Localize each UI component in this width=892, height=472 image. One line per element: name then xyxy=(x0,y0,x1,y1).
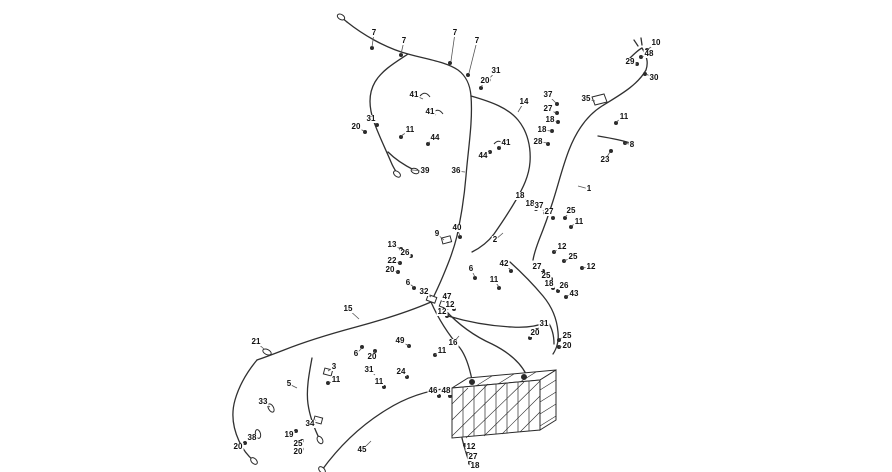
callout-leader xyxy=(577,185,590,190)
callout-leader xyxy=(488,70,497,80)
callout-leader xyxy=(441,311,448,317)
battery-terminal xyxy=(469,379,475,385)
left-branch-cable xyxy=(369,53,409,174)
cable-45 xyxy=(321,387,451,471)
callout-leader xyxy=(436,233,445,241)
connector-end-21 xyxy=(262,348,272,356)
callout-leader xyxy=(536,266,544,272)
callout-leader xyxy=(604,151,611,161)
callout-leader xyxy=(519,195,528,202)
connector-end xyxy=(250,457,258,465)
bracket-35 xyxy=(591,93,608,106)
callout-leader xyxy=(557,285,565,291)
cable-15-left xyxy=(256,301,432,361)
callout-leader xyxy=(400,371,408,378)
callout-leader xyxy=(553,246,563,253)
top-right-fork xyxy=(629,37,643,59)
callout-leader xyxy=(288,430,296,436)
junction-descent-cable xyxy=(430,235,458,303)
callout-leader xyxy=(355,126,365,132)
callout-leader xyxy=(434,350,443,356)
callout-leader xyxy=(563,256,574,262)
callout-leader xyxy=(400,129,411,137)
callout-leader xyxy=(564,210,572,218)
bottom-fastener-line xyxy=(461,437,471,466)
fastener-symbols xyxy=(243,46,649,465)
callout-leader xyxy=(615,116,625,123)
cable-15-lower-left xyxy=(232,359,258,462)
callout-leader xyxy=(468,40,478,74)
callout-leader xyxy=(368,369,376,376)
cable-5-vertical xyxy=(306,357,321,441)
callout-leader xyxy=(529,203,537,209)
callout-leader xyxy=(378,381,385,387)
callout-leader xyxy=(645,73,655,79)
callout-leader xyxy=(547,94,557,104)
callout-leader xyxy=(547,108,557,114)
callout-leader xyxy=(480,80,486,88)
top-harness-cable xyxy=(346,21,472,97)
callout-leader xyxy=(449,304,455,310)
main-vertical-cable-36 xyxy=(456,95,473,237)
callout-leader xyxy=(570,221,580,227)
callout-leader xyxy=(446,296,452,304)
callout-leader xyxy=(355,347,363,355)
cable-42-43 xyxy=(509,261,559,355)
callout-leader xyxy=(517,101,525,113)
cable-clip-41 xyxy=(419,92,505,146)
callout-leader xyxy=(399,340,410,347)
battery-right-face xyxy=(539,369,557,431)
callout-leader xyxy=(503,263,512,271)
connector-end-33 xyxy=(267,403,275,413)
cable-23-8 xyxy=(597,135,631,144)
callout-leader xyxy=(548,283,554,288)
battery-feed-cable-right xyxy=(444,309,527,375)
callout-leader xyxy=(255,341,265,350)
callout-leader xyxy=(493,279,500,288)
callout-leader xyxy=(537,141,549,144)
callout-leader xyxy=(445,390,451,396)
callout-leader xyxy=(558,335,568,340)
callout-leader xyxy=(548,211,554,218)
battery-terminal xyxy=(521,374,527,380)
battery-feed-cable-left xyxy=(430,301,473,381)
connector-end-39 xyxy=(393,170,401,178)
callout-leader xyxy=(361,440,372,451)
callout-leader xyxy=(347,308,360,320)
callout-leader xyxy=(541,129,552,132)
battery xyxy=(451,369,557,439)
cable-1 xyxy=(532,47,648,261)
callout-leader xyxy=(413,94,424,100)
callout-leader xyxy=(391,244,402,250)
cable-14-2 xyxy=(470,95,531,253)
cross-harness-16 xyxy=(447,315,549,328)
connector-end xyxy=(336,13,346,21)
callout-leader xyxy=(455,170,466,173)
callout-leader xyxy=(288,383,298,389)
callout-leader xyxy=(450,32,456,62)
callout-leader xyxy=(646,42,657,51)
cross-harness-drop xyxy=(547,321,555,345)
callout-leader xyxy=(538,205,546,213)
callout-leader xyxy=(470,268,476,278)
connector-end-39 xyxy=(410,167,420,175)
callout-leader xyxy=(427,137,436,144)
callout-leader xyxy=(565,293,575,297)
callout-leader xyxy=(432,390,440,396)
callout-leader xyxy=(549,119,558,123)
callout-leader xyxy=(494,232,504,241)
cable-paths xyxy=(232,16,648,471)
callout-leader xyxy=(328,379,337,384)
callout-leader xyxy=(529,332,536,338)
callout-leader xyxy=(407,282,415,288)
connector-end-38 xyxy=(254,429,262,439)
battery-hatching xyxy=(451,371,557,439)
connector-end xyxy=(316,435,324,445)
left-branch-twig xyxy=(387,151,415,171)
